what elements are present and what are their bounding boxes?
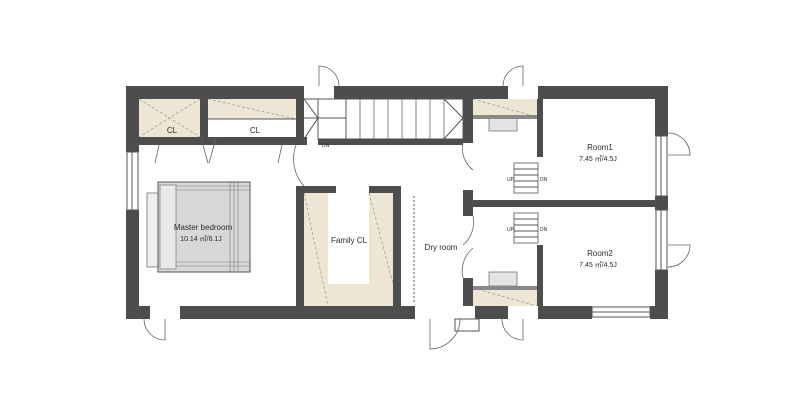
dry-room-label: Dry room [425,243,458,252]
stair-dn-label: DN [322,143,330,149]
room2-size: 7.45 ㎡/4.5J [579,261,617,269]
step-dn-label-1: DN [540,177,548,183]
cl-left-label: CL [167,126,178,135]
family-cl-label: Family CL [331,236,368,245]
interior-walls [139,99,655,306]
step-dn-label-2: DN [540,227,548,233]
step-up-label-1: UP [507,177,515,183]
master-bedroom-name: Master bedroom [174,223,233,232]
closets [138,98,538,307]
room1-size: 7.45 ㎡/4.5J [579,155,617,163]
bed [146,181,251,273]
windows [126,135,668,332]
doors [143,65,691,350]
staircase [303,98,464,145]
counters [473,115,537,290]
room1-name: Room1 [587,143,613,152]
steps [513,162,539,244]
cl-right-label: CL [250,126,261,135]
room2-name: Room2 [587,249,613,258]
step-up-label-2: UP [507,227,515,233]
master-bedroom-size: 10.14 ㎡/6.1J [180,235,222,243]
